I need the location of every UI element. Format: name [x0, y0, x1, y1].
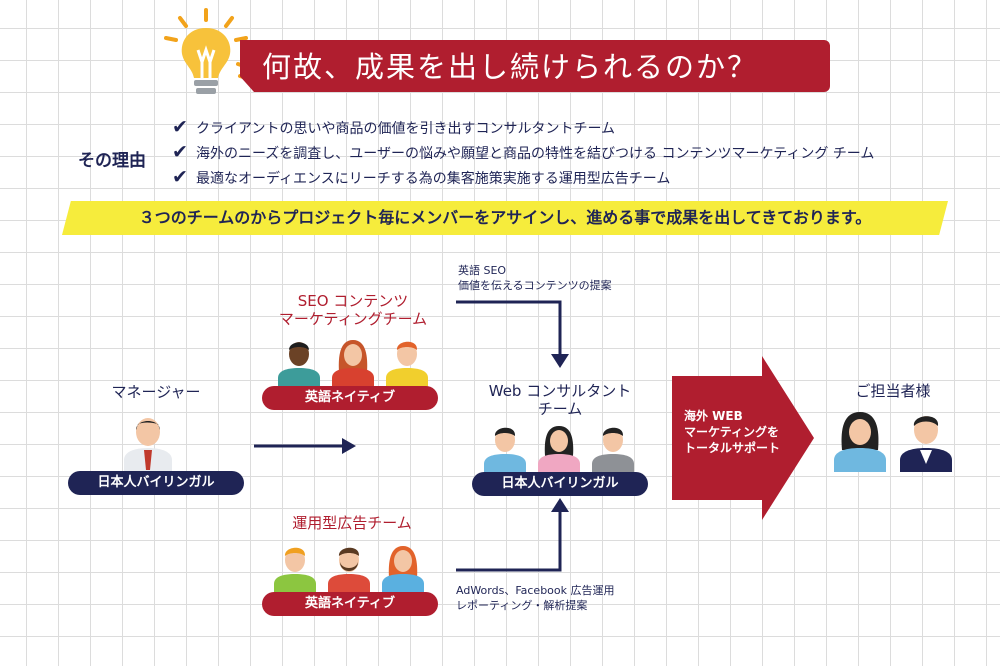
seo-team-badge: 英語ネイティブ [262, 386, 438, 410]
big-arrow-shape [672, 356, 814, 520]
person-icon [382, 546, 424, 594]
check-icon: ✔ [172, 166, 188, 188]
seo-note-line2: 価値を伝えるコンテンツの提案 [458, 279, 612, 292]
person-icon [274, 547, 316, 594]
consultant-title-line2: チーム [537, 400, 583, 418]
person-icon [592, 427, 634, 474]
highlight-band [62, 201, 948, 235]
check-icon: ✔ [172, 116, 188, 138]
seo-arrow-line [456, 300, 562, 358]
manager-badge: 日本人バイリンガル [68, 471, 244, 495]
manager-title: マネージャー [111, 383, 201, 401]
seo-team-title-line2: マーケティングチーム [278, 310, 428, 328]
arrow-icon [551, 498, 569, 512]
big-arrow-line3: トータルサポート [684, 441, 781, 455]
reason-item: ✔海外のニーズを調査し、ユーザーの悩みや願望と商品の特性を結びつける コンテンツ… [172, 141, 875, 163]
person-icon [386, 341, 428, 388]
title-banner [240, 40, 830, 92]
arrow-icon [551, 354, 569, 368]
seo-note-line1: 英語 SEO [458, 264, 507, 277]
person-icon [124, 418, 172, 472]
person-icon [834, 412, 886, 472]
ads-team-title: 運用型広告チーム [292, 514, 412, 532]
check-icon: ✔ [172, 141, 188, 163]
ads-note-line2: レポーティング・解析提案 [456, 599, 588, 612]
consultant-badge: 日本人バイリンガル [472, 472, 648, 496]
person-icon [332, 340, 374, 388]
big-arrow-line1: 海外 WEB [684, 409, 743, 423]
person-icon [538, 426, 580, 474]
ads-arrow-line [456, 508, 562, 572]
page-title: 何故、成果を出し続けられるのか？ [262, 50, 759, 84]
seo-team-title-line1: SEO コンテンツ [297, 292, 409, 310]
arrow-icon [342, 438, 356, 454]
consultant-title-line1: Web コンサルタント [488, 382, 632, 400]
client-title: ご担当者様 [855, 382, 931, 400]
person-icon [328, 547, 370, 594]
person-icon [278, 342, 320, 388]
big-arrow-line2: マーケティングを [684, 425, 780, 439]
highlight-text: ３つのチームのからプロジェクト毎にメンバーをアサインし、進める事で成果を出してき… [138, 208, 872, 227]
reason-item: ✔クライアントの思いや商品の価値を引き出すコンサルタントチーム [172, 116, 616, 138]
ads-team-badge: 英語ネイティブ [262, 592, 438, 616]
person-icon [484, 427, 526, 474]
reason-item: ✔最適なオーディエンスにリーチする為の集客施策実施する運用型広告チーム [172, 166, 671, 188]
ads-note-line1: AdWords、Facebook 広告運用 [456, 584, 615, 597]
reasons-label: その理由 [78, 151, 146, 171]
person-icon [900, 416, 952, 472]
